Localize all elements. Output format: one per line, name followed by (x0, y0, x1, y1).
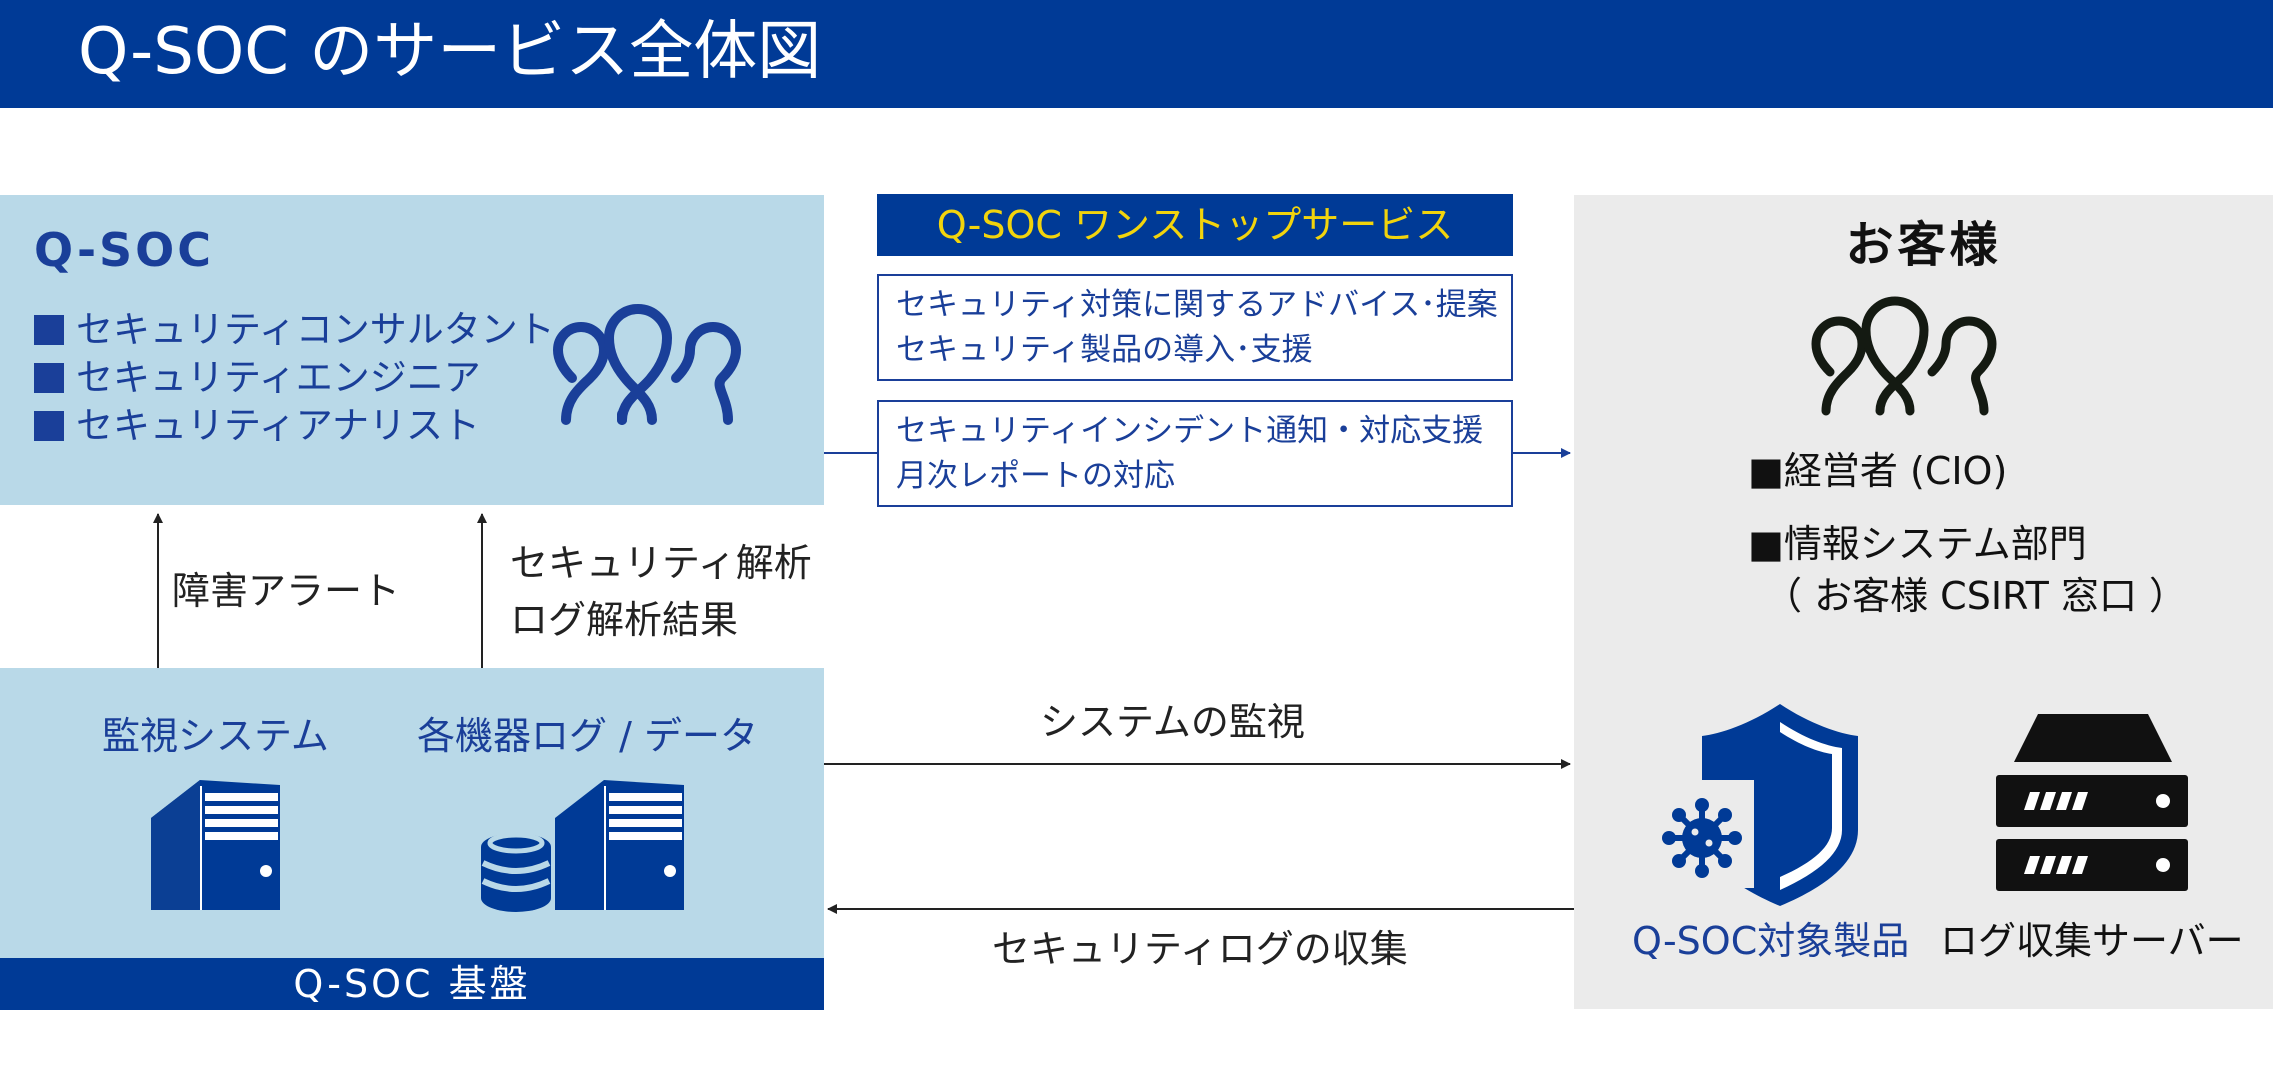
service-title: Q-SOC ワンストップサービス (936, 203, 1454, 247)
analysis-label-line1: セキュリティ解析 (510, 541, 812, 585)
qsoc-platform-panel (0, 668, 824, 958)
fault-alert-label: 障害アラート (172, 569, 401, 613)
service-title-bar (877, 194, 1513, 256)
qsoc-title: Q-SOC (34, 223, 215, 277)
service-box-incident-line1: セキュリティインシデント通知・対応支援 (896, 413, 1484, 449)
service-box-advice-line2: セキュリティ製品の導入･支援 (896, 332, 1313, 368)
role-engineer: セキュリティエンジニア (34, 355, 481, 401)
qsoc-product-label: Q-SOC対象製品 (1632, 919, 1910, 963)
log-collection-label: セキュリティログの収集 (992, 927, 1408, 971)
square-bullet-icon (34, 411, 64, 441)
monitoring-system-label: 監視システム (102, 714, 329, 758)
qsoc-team-people-icon (553, 304, 741, 425)
header-bar (0, 0, 2273, 108)
service-box-advice (877, 274, 1513, 381)
shield-virus-icon (1662, 704, 1858, 906)
customer-title: お客様 (1845, 217, 2002, 273)
service-box-incident-line2: 月次レポートの対応 (896, 458, 1175, 494)
page-title: Q-SOC のサービス全体図 (78, 15, 822, 89)
device-logs-icon (481, 780, 684, 912)
monitoring-server-icon (151, 780, 280, 910)
customer-people-icon (1811, 296, 1997, 416)
log-server-icon (1996, 714, 2188, 891)
service-box-advice-line1: セキュリティ対策に関するアドバイス･提案 (896, 287, 1498, 323)
customer-item-executive: ■経営者 (CIO) (1748, 449, 2008, 493)
square-bullet-icon (34, 315, 64, 345)
service-box-incident (877, 400, 1513, 507)
role-analyst: セキュリティアナリスト (34, 403, 480, 449)
system-monitoring-label: システムの監視 (1040, 700, 1305, 744)
platform-label: Q-SOC 基盤 (293, 962, 531, 1006)
square-bullet-icon (34, 363, 64, 393)
log-server-label: ログ収集サーバー (1940, 919, 2244, 963)
customer-item-csirt: （ お客様 CSIRT 窓口 ） (1764, 574, 2188, 618)
device-logs-label: 各機器ログ / データ (417, 714, 758, 758)
customer-item-it-dept: ■情報システム部門 (1748, 522, 2087, 566)
role-consultant: セキュリティコンサルタント (34, 307, 555, 353)
analysis-label-line2: ログ解析結果 (510, 598, 739, 642)
platform-label-bar (0, 958, 824, 1010)
